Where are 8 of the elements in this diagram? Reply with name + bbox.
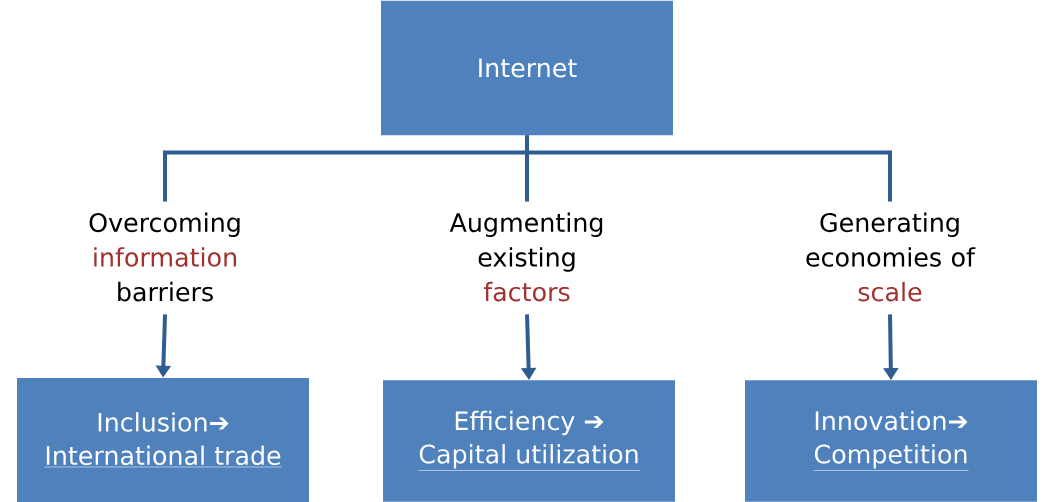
tree-connector bbox=[525, 135, 892, 202]
branch-label: Overcoming information barriers bbox=[89, 212, 240, 302]
branch-label: Generating economies of scale bbox=[806, 212, 976, 302]
process-box: Innovation➔ Competition bbox=[745, 380, 1037, 502]
branch-label: Augmenting existing factors bbox=[449, 212, 603, 302]
process-box: Efficiency ➔ Capital utilization bbox=[383, 380, 675, 502]
process-box: Inclusion➔ International trade bbox=[17, 378, 309, 502]
process-box: Internet bbox=[381, 0, 673, 136]
